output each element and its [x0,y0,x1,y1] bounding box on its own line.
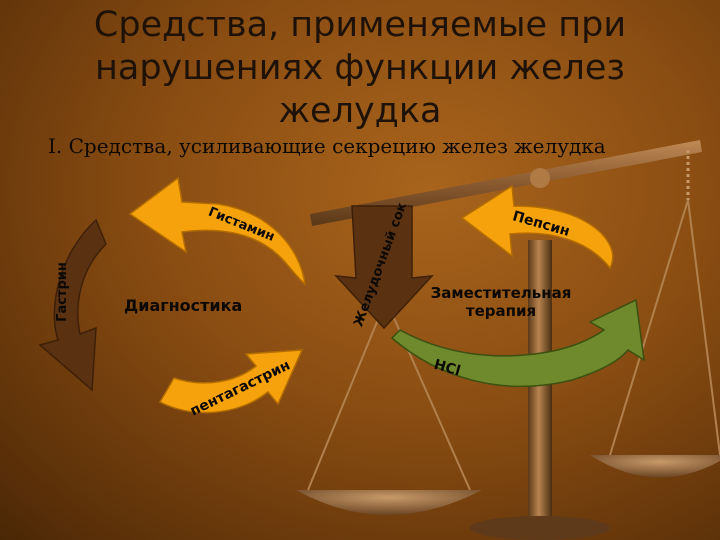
slide-title: Средства, применяемые при нарушениях фун… [93,5,627,131]
pan-left [296,490,482,515]
string-right-a [609,199,689,456]
pan-right [590,455,720,478]
string-left-a [307,299,387,491]
scale-base [470,516,610,540]
hcl-arrow [390,298,645,388]
gastric-juice-arrow [334,205,434,330]
hcl-label: HCl [432,357,462,380]
scale-beam [310,140,702,226]
string-right-b [687,199,720,456]
gastrin-label: Гастрин [55,262,70,322]
diagnostics-label: Диагностика [124,296,243,315]
gastrin-arrow [38,218,107,392]
scale-pivot [530,168,550,188]
histamine-arrow [128,176,306,286]
slide-subtitle: I. Средства, усиливающие секрецию желез … [48,134,606,158]
pentagastrin-arrow [158,349,304,414]
replacement-therapy-label: Заместительная терапия [430,284,572,320]
pepsin-arrow [460,184,614,270]
